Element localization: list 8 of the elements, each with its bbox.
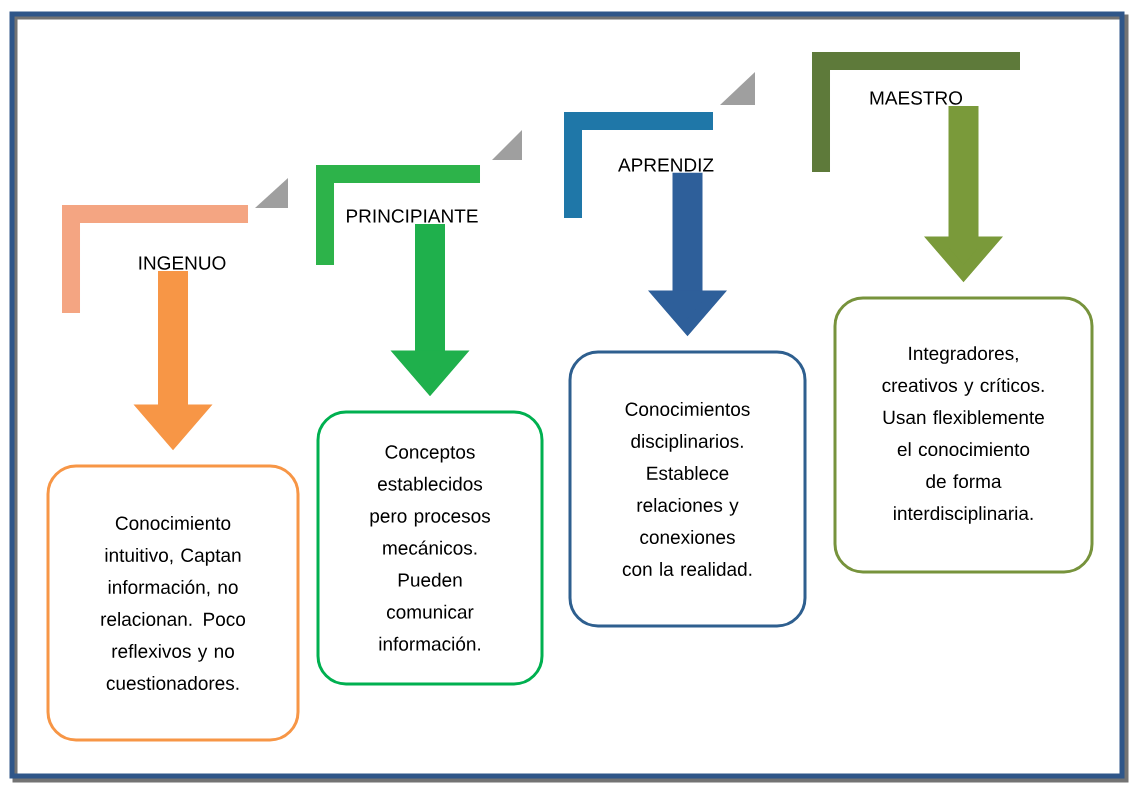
description-box: Conocimientos disciplinarios. Establece relaciones y conexiones con la realidad. xyxy=(568,350,807,628)
step-heading: PRINCIPIANTE xyxy=(347,209,478,223)
step-heading: APRENDIZ xyxy=(618,158,714,172)
description-box: Integradores, creativos y críticos. Usan flexiblemente el conocimiento de forma interdisciplinaria. xyxy=(833,296,1094,574)
step-heading: MAESTRO xyxy=(870,91,963,105)
step-heading: INGENUO xyxy=(139,256,226,270)
description-box: Conocimiento intuitivo, Captan información, no relacionan. Poco reflexivos y no cuestionadores. xyxy=(46,464,300,742)
description-box: Conceptos establecidos pero procesos mecánicos. Pueden comunicar información. xyxy=(316,410,544,686)
